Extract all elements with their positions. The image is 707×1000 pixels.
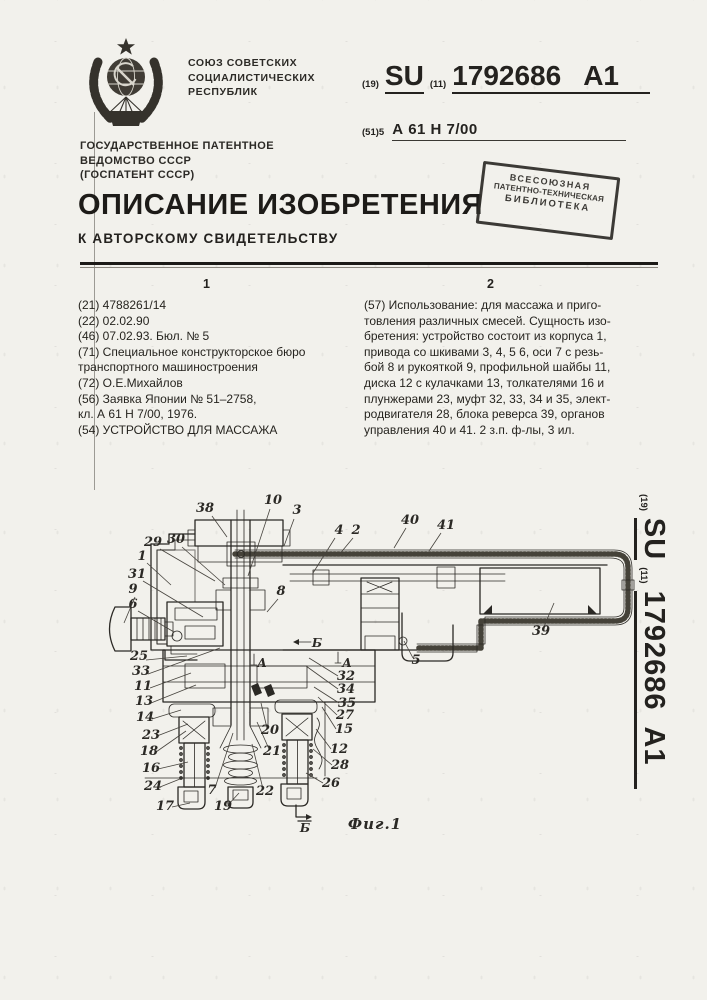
ipc-classification-row: (51)5 А 61 Н 7/00 [362, 121, 627, 141]
svg-text:11: 11 [134, 679, 152, 694]
svg-text:40: 40 [401, 513, 419, 528]
sidebar-kind-code: А1 [638, 726, 670, 766]
svg-text:33: 33 [132, 664, 150, 679]
column-1-header: 1 [203, 277, 210, 291]
svg-text:22: 22 [255, 784, 274, 799]
sidebar-country-code: SU [634, 517, 670, 561]
doc-number: 1792686 [452, 60, 562, 91]
svg-text:А: А [341, 656, 352, 670]
sidebar-doc-number: 1792686 [638, 590, 670, 711]
svg-text:5: 5 [411, 653, 420, 668]
svg-text:8: 8 [276, 584, 285, 599]
star-icon [117, 38, 135, 55]
svg-text:26: 26 [321, 776, 340, 791]
sidebar-inid-code-11: (11) [638, 567, 649, 584]
svg-text:12: 12 [330, 742, 348, 757]
svg-text:4: 4 [334, 523, 343, 538]
horizontal-rule-bottom [80, 267, 658, 268]
svg-text:9: 9 [128, 582, 137, 597]
svg-text:38: 38 [196, 501, 214, 516]
sidebar-inid-code-19: (19) [638, 494, 649, 511]
svg-text:17: 17 [156, 799, 174, 814]
inid-code-51: (51)5 [362, 127, 385, 138]
svg-text:13: 13 [135, 694, 153, 709]
ussr-coat-of-arms [89, 38, 163, 126]
country-code: SU [384, 62, 424, 94]
svg-text:Фиг.1: Фиг.1 [348, 815, 402, 833]
margin-line [94, 112, 95, 490]
svg-text:29: 29 [143, 535, 162, 550]
svg-text:41: 41 [437, 518, 455, 533]
inid-code-19: (19) [362, 79, 379, 90]
svg-text:18: 18 [140, 744, 158, 759]
svg-text:25: 25 [129, 649, 148, 664]
abstract-column: (57) Использование: для массажа и приго-… [364, 298, 611, 437]
kind-code: А1 [583, 60, 619, 91]
device-cross-section [108, 509, 635, 822]
bibliographic-data-column: (21) 4788261/14 (22) 02.02.90 (46) 07.02… [78, 298, 306, 437]
svg-text:6: 6 [128, 597, 137, 612]
svg-text:15: 15 [335, 722, 353, 737]
document-subtitle: К АВТОРСКОМУ СВИДЕТЕЛЬСТВУ [78, 231, 339, 246]
svg-text:1: 1 [137, 549, 146, 564]
hammer-sickle-icon [116, 67, 135, 86]
doc-number-group: 1792686 А1 [452, 60, 651, 94]
svg-text:39: 39 [532, 624, 550, 639]
svg-text:2: 2 [350, 523, 360, 538]
svg-text:31: 31 [128, 567, 146, 582]
svg-text:23: 23 [141, 728, 160, 743]
svg-text:27: 27 [335, 708, 354, 723]
svg-text:10: 10 [264, 493, 282, 508]
svg-text:А: А [256, 656, 267, 670]
column-2-header: 2 [487, 277, 494, 291]
figure1-drawing: 3810342404129301319682533111314231816241… [108, 493, 635, 835]
svg-text:3: 3 [292, 503, 301, 518]
svg-text:32: 32 [337, 669, 355, 684]
document-title: ОПИСАНИЕ ИЗОБРЕТЕНИЯ [78, 189, 483, 221]
svg-text:16: 16 [142, 761, 160, 776]
svg-text:19: 19 [214, 799, 232, 814]
svg-text:7: 7 [207, 783, 216, 798]
svg-text:28: 28 [330, 758, 349, 773]
library-stamp: ВСЕСОЮЗНАЯ ПАТЕНТНО-ТЕХНИЧЕСКАЯ БИБЛИОТЕ… [475, 160, 621, 241]
horizontal-rule-top [80, 262, 658, 265]
svg-text:14: 14 [136, 710, 154, 725]
svg-text:34: 34 [337, 682, 355, 697]
svg-text:21: 21 [262, 744, 281, 759]
inid-code-11: (11) [429, 79, 447, 90]
ribbon-icon [109, 111, 143, 126]
svg-text:35: 35 [338, 696, 356, 711]
publication-number-row: (19) SU (11) 1792686 А1 [362, 60, 651, 94]
country-name: СОЮЗ СОВЕТСКИХ СОЦИАЛИСТИЧЕСКИХ РЕСПУБЛИ… [188, 57, 316, 98]
svg-text:30: 30 [167, 532, 185, 547]
ipc-code: А 61 Н 7/00 [392, 121, 627, 141]
svg-text:20: 20 [260, 723, 279, 738]
patent-office-name: ГОСУДАРСТВЕННОЕ ПАТЕНТНОЕ ВЕДОМСТВО СССР… [80, 140, 274, 181]
svg-text:24: 24 [143, 779, 162, 794]
svg-text:Б: Б [299, 821, 310, 835]
svg-text:Б: Б [311, 636, 322, 650]
